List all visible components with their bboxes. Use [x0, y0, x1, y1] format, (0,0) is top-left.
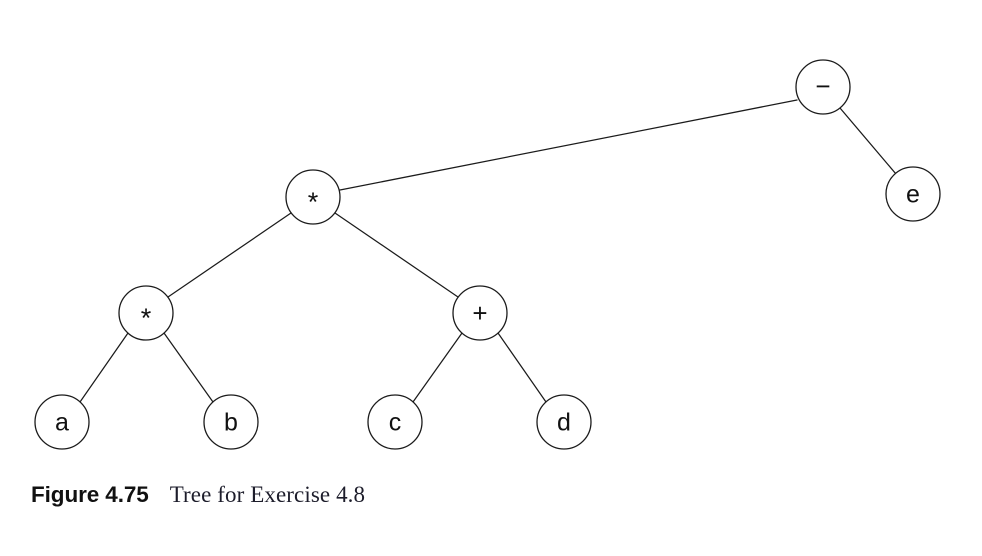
- node-plus[interactable]: +: [452, 285, 508, 341]
- edge-mul-left-to-b: [163, 332, 214, 403]
- figure-caption-text: Tree for Exercise 4.8: [169, 482, 366, 507]
- node-label-b: b: [224, 409, 238, 437]
- node-c[interactable]: c: [367, 394, 423, 450]
- node-circle-plus: [452, 285, 508, 341]
- node-d[interactable]: d: [536, 394, 592, 450]
- node-label-d: d: [557, 409, 571, 437]
- node-mul-left[interactable]: *: [118, 285, 174, 341]
- node-label-a: a: [55, 409, 69, 437]
- node-b[interactable]: b: [203, 394, 259, 450]
- node-circle-minus: [795, 59, 851, 115]
- figure-caption-label: Figure 4.75: [31, 482, 149, 507]
- edge-mul-top-to-plus: [334, 212, 459, 298]
- node-a[interactable]: a: [34, 394, 90, 450]
- node-label-minus: −: [815, 71, 830, 101]
- node-label-c: c: [389, 409, 402, 437]
- node-circle-a: [34, 394, 90, 450]
- node-circle-e: [885, 166, 941, 222]
- edge-mul-left-to-a: [79, 332, 129, 403]
- node-mul-top[interactable]: *: [285, 169, 341, 225]
- edge-minus-to-mul-top: [339, 99, 798, 191]
- node-group: − e * * + a: [34, 59, 941, 450]
- node-label-mul-top: *: [308, 187, 319, 217]
- node-circle-b: [203, 394, 259, 450]
- edge-group: [79, 99, 897, 403]
- node-e[interactable]: e: [885, 166, 941, 222]
- node-circle-c: [367, 394, 423, 450]
- node-minus[interactable]: −: [795, 59, 851, 115]
- edge-minus-to-e: [839, 107, 897, 175]
- figure-caption: Figure 4.75 Tree for Exercise 4.8: [31, 482, 365, 508]
- node-label-plus: +: [472, 298, 487, 328]
- node-circle-mul-left: [118, 285, 174, 341]
- edge-mul-top-to-mul-left: [167, 212, 292, 298]
- node-circle-mul-top: [285, 169, 341, 225]
- node-label-mul-left: *: [141, 303, 152, 333]
- edge-plus-to-d: [497, 332, 547, 403]
- node-label-e: e: [906, 181, 920, 209]
- node-circle-d: [536, 394, 592, 450]
- edge-plus-to-c: [412, 332, 463, 403]
